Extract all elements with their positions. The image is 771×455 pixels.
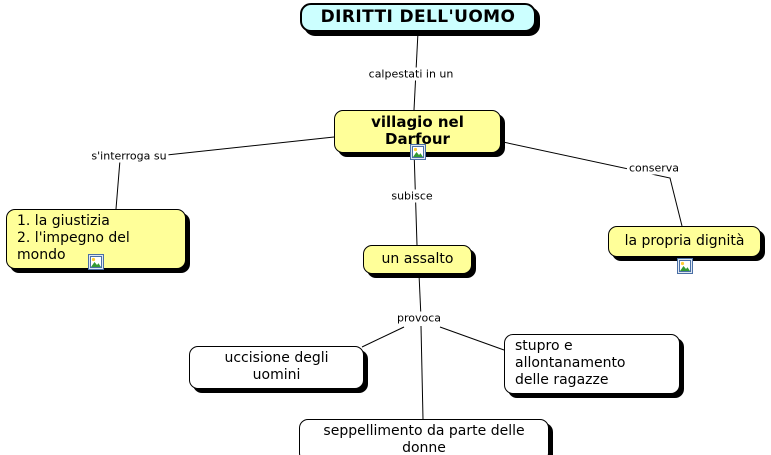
node-label-giustizia: 1. la giustizia 2. l'impegno del mondo bbox=[17, 213, 130, 263]
node-dignita[interactable]: la propria dignità bbox=[608, 226, 761, 257]
node-seppellimento[interactable]: seppellimento da parte delle donne bbox=[299, 419, 549, 455]
node-uccisione[interactable]: uccisione degli uomini bbox=[189, 346, 364, 389]
node-label-villagio: villagio nel Darfour bbox=[371, 113, 464, 148]
edge-label-assalto-provoca: provoca bbox=[394, 311, 444, 325]
node-label-stupro: stupro e allontanamento delle ragazze bbox=[515, 338, 626, 388]
node-label-assalto: un assalto bbox=[381, 250, 454, 267]
node-root[interactable]: DIRITTI DELL'UOMO bbox=[300, 3, 536, 32]
connector-villagio-giustizia bbox=[115, 136, 335, 210]
edge-label-villagio-assalto: subisce bbox=[389, 189, 435, 203]
image-icon[interactable] bbox=[676, 258, 693, 274]
node-stupro[interactable]: stupro e allontanamento delle ragazze bbox=[504, 334, 680, 394]
connector-villagio-dignita bbox=[502, 141, 683, 227]
connector-provoca-stupro bbox=[439, 326, 505, 351]
edge-label-root-villagio: calpestati in un bbox=[366, 67, 456, 81]
node-label-root: DIRITTI DELL'UOMO bbox=[320, 6, 516, 27]
node-label-uccisione: uccisione degli uomini bbox=[224, 350, 329, 383]
edge-label-villagio-dignita: conserva bbox=[626, 161, 682, 175]
connector-provoca-seppellimento bbox=[420, 325, 424, 420]
image-icon[interactable] bbox=[88, 254, 104, 270]
node-label-dignita: la propria dignità bbox=[624, 232, 745, 249]
node-assalto[interactable]: un assalto bbox=[363, 245, 472, 274]
node-label-seppellimento: seppellimento da parte delle donne bbox=[323, 423, 525, 455]
image-icon[interactable] bbox=[409, 144, 426, 160]
connector-provoca-uccisione bbox=[361, 326, 405, 348]
node-villagio[interactable]: villagio nel Darfour bbox=[334, 110, 501, 153]
edge-label-villagio-giustizia: s'interroga su bbox=[89, 149, 169, 163]
